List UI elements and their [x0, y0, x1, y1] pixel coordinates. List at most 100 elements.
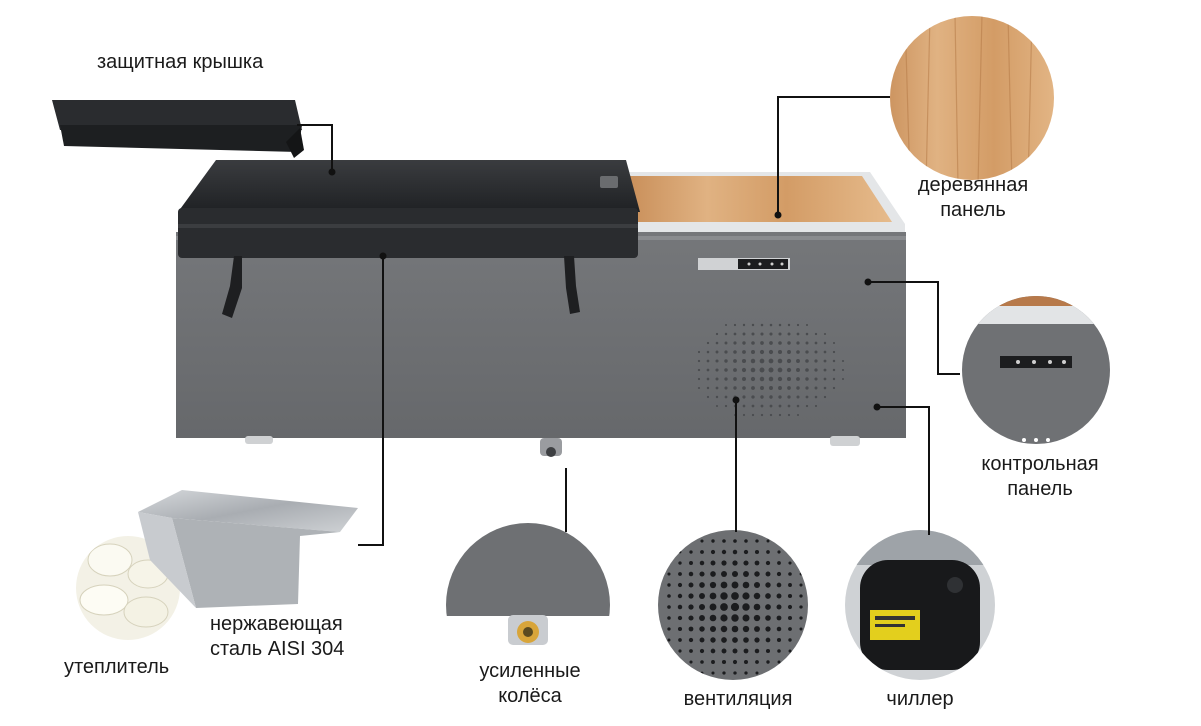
- vent-hole: [733, 377, 737, 381]
- vent-hole: [733, 323, 737, 327]
- vent-hole: [754, 571, 760, 577]
- vent-hole: [788, 572, 792, 576]
- vent-hole: [766, 660, 770, 664]
- vent-hole: [743, 560, 749, 566]
- vent-hole: [667, 594, 671, 598]
- vent-hole: [754, 560, 760, 566]
- wood-top-panel: [628, 176, 892, 222]
- vent-hole: [720, 603, 728, 611]
- vent-hole: [715, 350, 719, 354]
- vent-hole: [689, 649, 693, 653]
- vent-hole: [778, 332, 782, 336]
- vent-hole: [688, 604, 694, 610]
- vent-hole: [689, 660, 693, 664]
- vent-hole: [750, 376, 756, 382]
- vent-hole: [759, 349, 765, 355]
- vent-hole: [778, 404, 782, 408]
- vent-hole: [788, 638, 792, 642]
- protective-lid: [178, 160, 640, 318]
- vent-hole: [720, 625, 728, 633]
- vent-hole: [796, 377, 800, 381]
- vent-hole: [724, 368, 728, 372]
- vent-hole: [706, 359, 710, 363]
- vent-hole: [715, 377, 719, 381]
- vent-hole: [700, 671, 704, 675]
- vent-hole: [796, 332, 800, 336]
- vent-hole: [777, 367, 783, 373]
- label-ventilation: вентиляция: [683, 688, 793, 710]
- vent-hole: [765, 560, 771, 566]
- vent-hole: [788, 627, 792, 631]
- vent-hole: [742, 592, 750, 600]
- vent-hole: [699, 615, 705, 621]
- vent-hole: [709, 625, 717, 633]
- vent-hole: [776, 582, 782, 588]
- vent-hole: [786, 358, 792, 364]
- vent-hole: [759, 367, 765, 373]
- vent-hole: [832, 368, 836, 372]
- vent-hole: [832, 341, 836, 345]
- vent-hole: [769, 386, 773, 390]
- vent-hole: [733, 671, 737, 675]
- vent-hole: [715, 386, 719, 390]
- vent-hole: [769, 332, 773, 336]
- vent-hole: [750, 367, 756, 373]
- vent-hole: [768, 376, 774, 382]
- vent-hole: [722, 671, 726, 675]
- vent-hole: [720, 592, 728, 600]
- vent-hole: [766, 550, 770, 554]
- vent-hole: [814, 359, 818, 363]
- vent-hole: [710, 549, 716, 555]
- vent-hole: [678, 550, 682, 554]
- vent-hole: [715, 368, 719, 372]
- vent-hole: [777, 660, 781, 664]
- freezer-body: [176, 172, 906, 457]
- vent-hole: [799, 583, 803, 587]
- wheel-zoom: [446, 523, 610, 687]
- vent-hole: [823, 350, 827, 354]
- vent-hole: [711, 660, 715, 664]
- vent-hole: [688, 637, 694, 643]
- vent-hole: [751, 413, 755, 417]
- vent-hole: [733, 539, 737, 543]
- vent-hole: [751, 341, 755, 345]
- vent-hole: [667, 616, 671, 620]
- vent-hole: [814, 350, 818, 354]
- vent-hole: [731, 581, 739, 589]
- vent-hole: [765, 604, 771, 610]
- vent-hole: [732, 659, 738, 665]
- vent-hole: [805, 350, 809, 354]
- vent-hole: [709, 592, 717, 600]
- vent-hole: [805, 323, 809, 327]
- vent-hole: [799, 627, 803, 631]
- vent-hole: [805, 341, 809, 345]
- vent-hole: [715, 332, 719, 336]
- vent-hole: [769, 323, 773, 327]
- vent-hole: [731, 614, 739, 622]
- vent-hole: [786, 367, 792, 373]
- vent-hole: [823, 395, 827, 399]
- vent-hole: [796, 359, 800, 363]
- vent-hole: [724, 350, 728, 354]
- vent-hole: [768, 349, 774, 355]
- vent-hole: [776, 571, 782, 577]
- vent-hole: [688, 571, 694, 577]
- vent-hole: [787, 350, 791, 354]
- label-control-panel: контрольная панель: [950, 452, 1130, 502]
- lid-detail-image: [52, 100, 304, 158]
- vent-hole: [732, 637, 738, 643]
- vent-hole: [759, 358, 765, 364]
- vent-hole: [760, 386, 764, 390]
- label-wheels-line2: колёса: [498, 685, 562, 707]
- vent-hole: [796, 404, 800, 408]
- vent-hole: [776, 626, 782, 632]
- vent-hole: [777, 349, 783, 355]
- vent-hole: [697, 377, 701, 381]
- vent-hole: [743, 571, 749, 577]
- vent-hole: [814, 368, 818, 372]
- vent-hole: [742, 377, 746, 381]
- vent-hole: [721, 560, 727, 566]
- vent-hole: [697, 350, 701, 354]
- vent-hole: [709, 581, 717, 589]
